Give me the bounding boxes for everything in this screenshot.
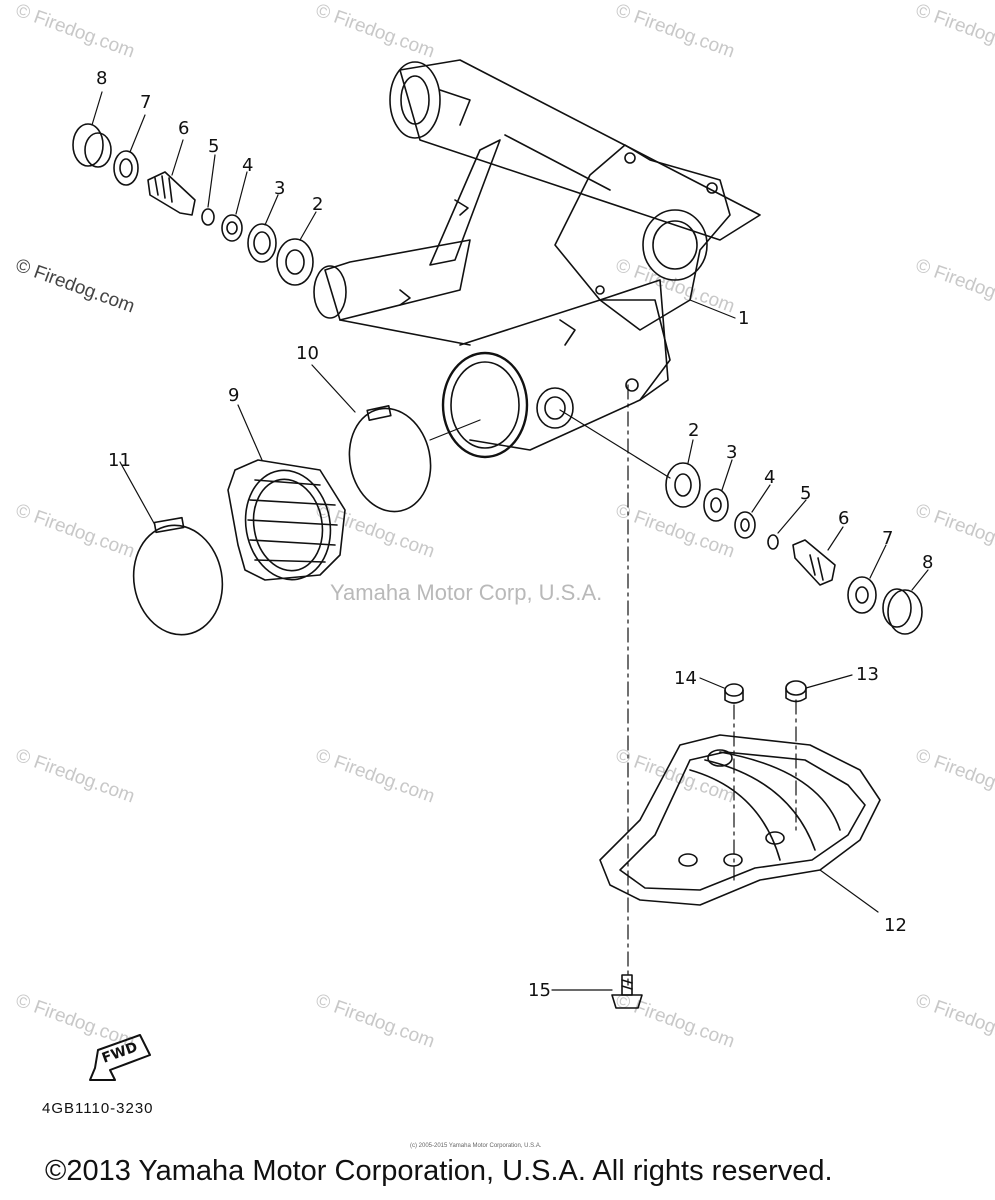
callout-5-lower: 5 [800, 483, 812, 504]
callout-7-upper: 7 [140, 92, 152, 113]
callout-10: 10 [296, 343, 319, 364]
callout-2-lower: 2 [688, 420, 700, 441]
center-watermark: Yamaha Motor Corp, U.S.A. [330, 580, 603, 605]
grommet-14 [724, 683, 744, 704]
callout-6-upper: 6 [178, 118, 190, 139]
clamp-10 [348, 405, 481, 513]
callout-11: 11 [108, 450, 131, 471]
callout-8-lower: 8 [922, 552, 934, 573]
callout-6-lower: 6 [838, 508, 850, 529]
callout-5-upper: 5 [208, 136, 220, 157]
fwd-label: FWD [100, 1039, 140, 1067]
footer-copyright: ©2013 Yamaha Motor Corporation, U.S.A. A… [45, 1155, 833, 1187]
cap-8-upper [72, 123, 104, 167]
upper-bearing-stack [72, 123, 314, 286]
callout-4-upper: 4 [242, 155, 254, 176]
callout-13: 13 [856, 664, 879, 685]
swingarm [313, 59, 761, 459]
callout-3-upper: 3 [274, 178, 286, 199]
small-copyright: (c) 2005-2015 Yamaha Motor Corporation, … [410, 1143, 542, 1149]
callout-15: 15 [528, 980, 551, 1001]
callout-3-lower: 3 [726, 442, 738, 463]
clamp-11 [132, 516, 224, 636]
boot-9 [227, 459, 346, 581]
lower-bearing-stack [559, 409, 923, 635]
callout-2-upper: 2 [312, 194, 324, 215]
callout-8-upper: 8 [96, 68, 108, 89]
callout-1: 1 [738, 308, 750, 329]
skid-plate-12 [599, 734, 881, 913]
callout-12: 12 [884, 915, 907, 936]
callout-14: 14 [674, 668, 697, 689]
callout-4-lower: 4 [764, 467, 776, 488]
grommet-13 [785, 680, 807, 703]
callout-9: 9 [228, 385, 240, 406]
callout-7-lower: 7 [882, 528, 894, 549]
fwd-arrow-icon: FWD [89, 1034, 151, 1081]
drawing-code: 4GB1110-3230 [42, 1100, 154, 1117]
bolt-15 [611, 974, 643, 1009]
